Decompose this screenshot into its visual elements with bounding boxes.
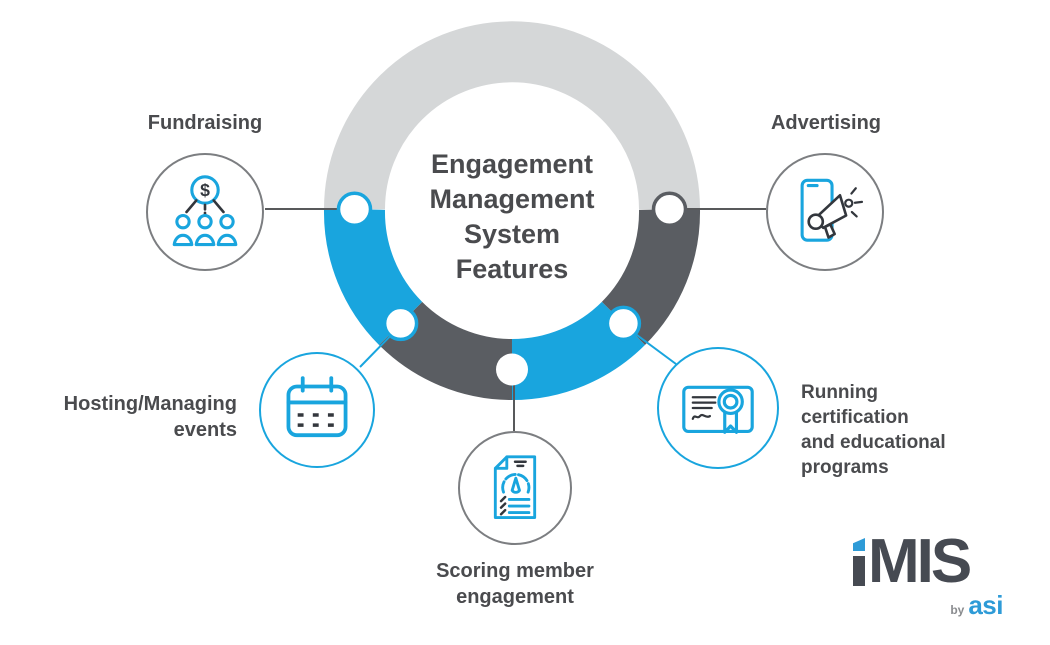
imis-blue-dot: [853, 538, 865, 551]
junction-dot-right: [651, 191, 688, 228]
ring-segment-bottom-right: [511, 301, 645, 400]
junction-dot-left: [336, 191, 373, 228]
by-text: by: [950, 603, 965, 617]
junction-dot-bottom: [496, 353, 528, 386]
asi-text: asi: [968, 590, 1003, 620]
imis-letter-i: [853, 538, 865, 586]
title-line: Features: [455, 254, 569, 284]
junction-dot-bottom-right: [605, 305, 642, 342]
certification-label-line: Running: [801, 382, 879, 403]
fundraising-label: Fundraising: [147, 112, 263, 134]
hosting-events-label-line: events: [173, 419, 237, 441]
ring-segment-top: [324, 21, 700, 210]
hosting-events-label: Hosting/Managing events: [27, 391, 237, 443]
hosting-events-label-line: Hosting/Managing: [63, 393, 237, 415]
imis-wordmark: MIS: [853, 527, 1005, 596]
imis-letters: MIS: [868, 527, 972, 596]
fundraising-icon: $: [172, 175, 238, 247]
advertising-label: Advertising: [770, 112, 882, 134]
svg-text:$: $: [200, 180, 210, 200]
fundraising-circle: $: [146, 153, 264, 271]
hosting-events-circle: [259, 352, 375, 468]
certification-label: Running certification and educational pr…: [801, 380, 991, 480]
scoring-label: Scoring member engagement: [395, 558, 635, 610]
certificate-icon: [682, 385, 754, 434]
page-title: Engagement Management System Features: [377, 147, 647, 287]
title-line: System: [463, 219, 561, 249]
engagement-score-icon: [493, 455, 537, 519]
advertising-circle: [766, 153, 884, 271]
calendar-icon: [286, 376, 348, 438]
junction-dot-bottom-left: [382, 305, 419, 342]
certification-label-line: certification: [801, 407, 909, 428]
title-line: Management: [429, 184, 595, 214]
scoring-label-line: engagement: [456, 586, 574, 608]
title-line: Engagement: [430, 149, 594, 179]
scoring-label-line: Scoring member: [436, 560, 594, 582]
scoring-circle: [458, 431, 572, 545]
megaphone-tablet-icon: [800, 178, 864, 242]
certification-label-line: and educational: [801, 432, 946, 453]
certification-circle: [657, 347, 779, 469]
certification-label-line: programs: [801, 457, 889, 478]
imis-i-bar: [853, 556, 865, 586]
ring-segment-bottom-left: [379, 301, 513, 400]
